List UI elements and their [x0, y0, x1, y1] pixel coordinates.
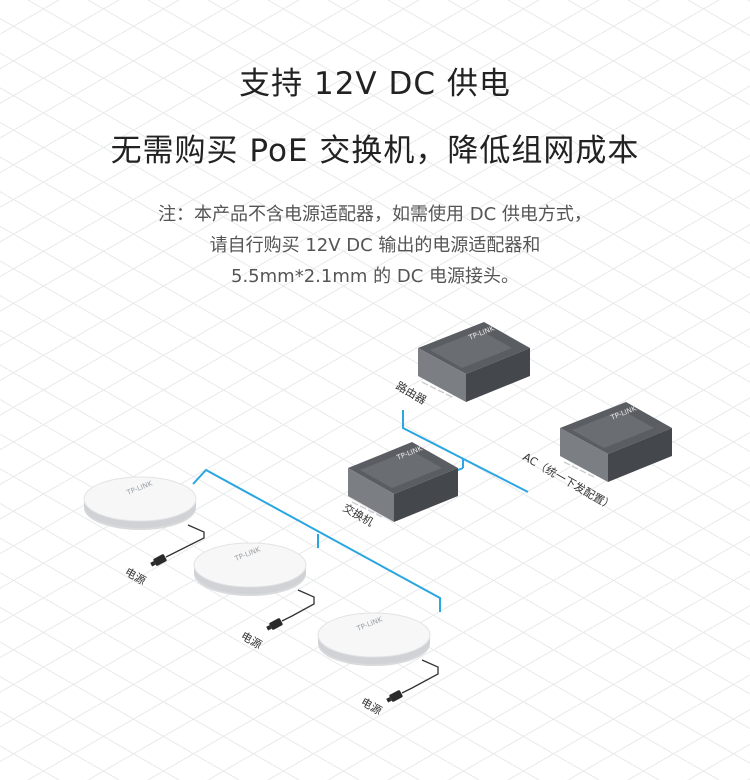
- power-cable-3: [401, 659, 439, 694]
- power-label-1: 电源: [123, 564, 149, 587]
- access-point-3: TP-LINK: [317, 612, 431, 666]
- headline-line-1: 支持 12V DC 供电: [239, 66, 511, 102]
- power-label-2: 电源: [239, 628, 265, 651]
- router-device: TP-LINK: [418, 322, 530, 402]
- note-line-2: 请自行购买 12V DC 输出的电源适配器和: [209, 235, 541, 256]
- power-cable-2: [281, 589, 315, 622]
- power-plug-3: [386, 690, 403, 703]
- power-cable-1: [165, 524, 205, 558]
- note-line-1: 注：本产品不含电源适配器，如需使用 DC 供电方式，: [158, 204, 592, 225]
- headline-line-2: 无需购买 PoE 交换机，降低组网成本: [110, 133, 640, 169]
- power-plug-2: [266, 618, 283, 631]
- note-line-3: 5.5mm*2.1mm 的 DC 电源接头。: [231, 266, 519, 287]
- access-point-1: TP-LINK: [83, 476, 197, 530]
- switch-device: TP-LINK: [348, 442, 458, 522]
- power-plug-1: [150, 554, 167, 567]
- access-point-2: TP-LINK: [193, 542, 307, 596]
- power-label-3: 电源: [359, 694, 385, 717]
- ap-bus-link: [192, 468, 441, 612]
- ac-device: TP-LINK: [560, 402, 672, 482]
- router-link: [402, 410, 529, 493]
